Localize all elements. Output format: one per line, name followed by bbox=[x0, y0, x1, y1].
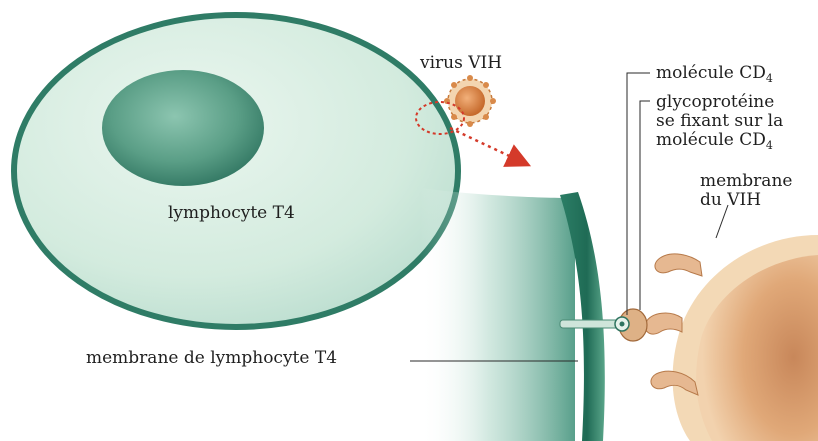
glycoprotein-spike-top bbox=[655, 254, 702, 276]
label-membrane-vih-line2: du VIH bbox=[700, 191, 761, 209]
cd4-molecule-stem bbox=[560, 320, 622, 328]
nucleus bbox=[102, 70, 264, 186]
leader-line-cd4 bbox=[627, 73, 650, 315]
label-virus-vih: virus VIH bbox=[420, 54, 502, 72]
label-membrane-lymphocyte: membrane de lymphocyte T4 bbox=[86, 349, 337, 367]
label-molecule-cd4-sub: 4 bbox=[766, 72, 773, 85]
zoom-arrow bbox=[450, 128, 522, 162]
label-glycoproteine-line2: se fixant sur la bbox=[656, 112, 783, 130]
leader-line-glyco bbox=[640, 101, 650, 310]
label-membrane-vih-line1: membrane bbox=[700, 172, 792, 190]
label-glycoproteine-line3: molécule CD4 bbox=[656, 131, 773, 151]
label-glycoproteine-line1: glycoprotéine bbox=[656, 93, 774, 111]
vih-virus-particle bbox=[444, 75, 496, 127]
label-molecule-cd4: molécule CD4 bbox=[656, 64, 773, 84]
label-lymphocyte-t4: lymphocyte T4 bbox=[168, 204, 295, 222]
label-glyco-cd4-sub: 4 bbox=[766, 139, 773, 152]
label-glyco-cd4-text: molécule CD bbox=[656, 130, 766, 150]
zoomed-cell-interior bbox=[420, 188, 575, 441]
label-molecule-cd4-text: molécule CD bbox=[656, 63, 766, 83]
